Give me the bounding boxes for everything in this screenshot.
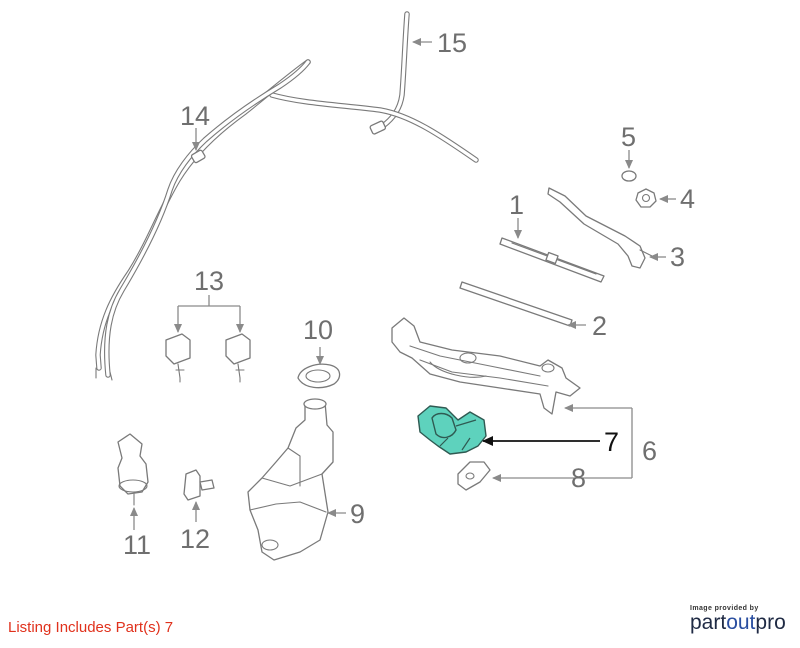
callout-2: 2 [592, 311, 607, 341]
callout-15: 15 [437, 28, 467, 58]
washer-hose-15 [269, 11, 479, 163]
callout-13: 13 [194, 266, 224, 296]
washer-hose-14 [95, 59, 311, 381]
brand-name: partoutpro [690, 612, 790, 634]
brand-part2: out [726, 611, 756, 634]
provider-logo: Image provided by partoutpro [690, 605, 790, 634]
wiper-linkage-6 [391, 317, 581, 415]
brand-part3: pro [755, 611, 786, 634]
leader-lines [130, 38, 676, 530]
washer-nozzles-13 [165, 333, 251, 383]
listing-parts-text: Listing Includes Part(s) 7 [8, 619, 174, 636]
provider-caption: Image provided by [690, 605, 759, 612]
callout-6: 6 [642, 436, 657, 466]
callout-3: 3 [670, 242, 685, 272]
callout-7-highlighted: 7 [604, 427, 619, 457]
callout-4: 4 [680, 184, 695, 214]
nut-4 [635, 188, 657, 208]
callout-9: 9 [350, 499, 365, 529]
seal-10 [297, 363, 341, 389]
wiper-blade-1 [499, 237, 605, 283]
washer-pump-11 [117, 433, 149, 506]
wiper-blade-2 [459, 281, 573, 327]
washer-reservoir-9 [247, 398, 334, 561]
pivot-cap-8 [457, 461, 491, 491]
level-sensor-12 [183, 469, 215, 501]
callout-10: 10 [303, 315, 333, 345]
callout-12: 12 [180, 524, 210, 554]
brand-part1: part [690, 611, 727, 634]
callout-8: 8 [571, 463, 586, 493]
callout-11: 11 [123, 530, 151, 560]
wiper-motor-7 [417, 405, 487, 455]
callout-1: 1 [509, 190, 524, 220]
callout-14: 14 [180, 101, 210, 131]
callout-5: 5 [621, 122, 636, 152]
cap-5 [621, 170, 637, 182]
